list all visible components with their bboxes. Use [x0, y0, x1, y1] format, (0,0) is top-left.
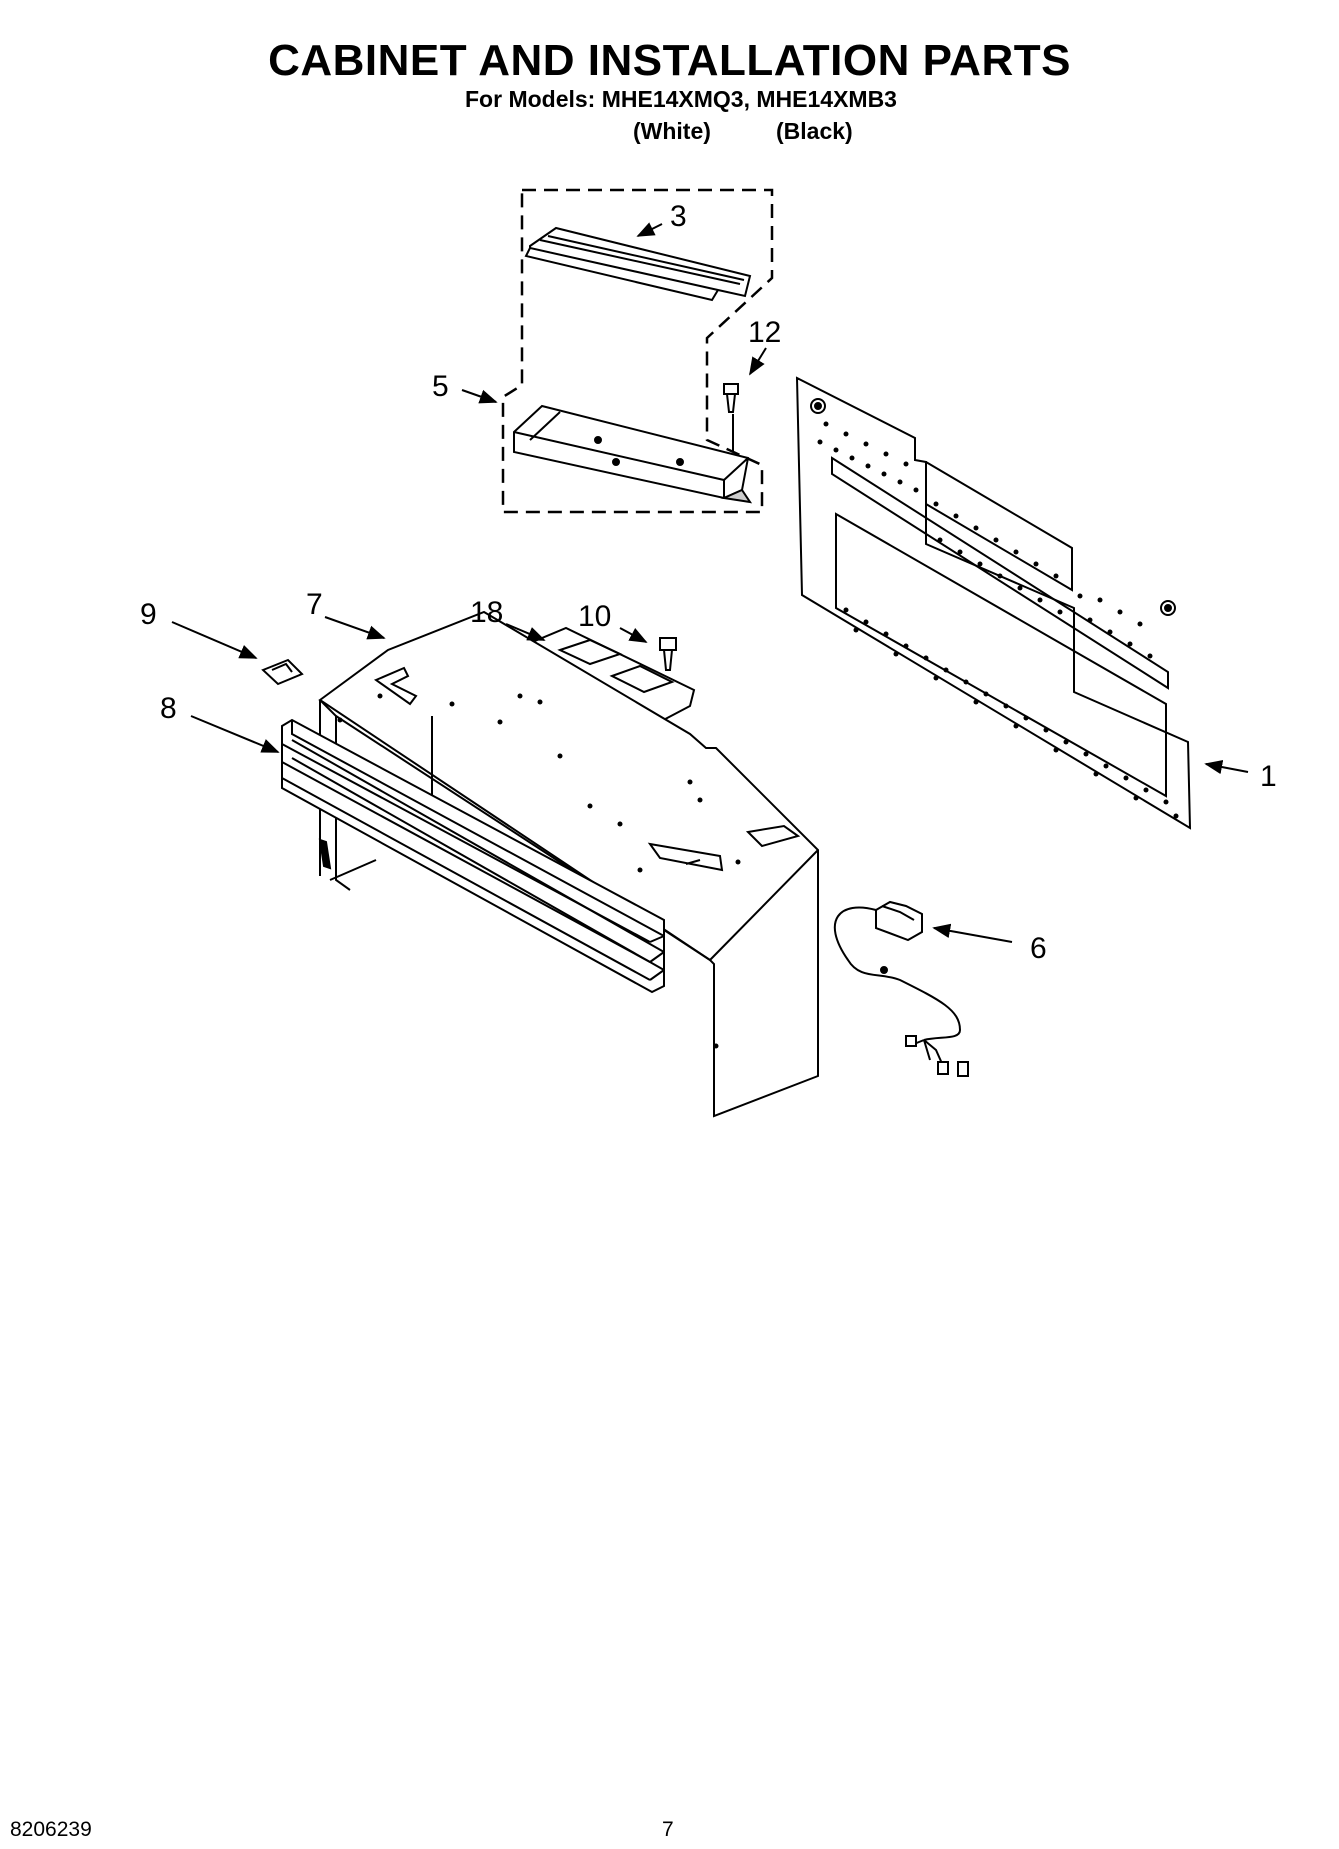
callout-8: 8 [160, 692, 177, 725]
callout-9: 9 [140, 598, 157, 631]
document-number: 8206239 [10, 1818, 92, 1841]
part-6-switch-harness [833, 900, 969, 1077]
variant-black-label: (Black) [776, 118, 853, 144]
callout-12: 12 [748, 316, 781, 349]
part-9-clip [261, 658, 304, 686]
part-5-bracket [513, 404, 753, 504]
leader-arrows [171, 222, 1249, 943]
kit-dashed-boundary [501, 188, 774, 514]
part-7-cabinet [318, 610, 819, 1118]
part-8-grille [281, 718, 665, 994]
part-10-screw [659, 637, 677, 671]
part-12-screw [723, 383, 739, 452]
variant-white-label: (White) [633, 118, 711, 144]
callout-18: 18 [470, 596, 503, 629]
page-title: CABINET AND INSTALLATION PARTS [268, 36, 1071, 85]
page-number: 7 [662, 1818, 674, 1841]
callout-5: 5 [432, 370, 449, 403]
callout-10: 10 [578, 600, 611, 633]
callout-3: 3 [670, 200, 687, 233]
part-1-mounting-plate [795, 376, 1192, 830]
callout-1: 1 [1260, 760, 1277, 793]
part-3-top-rail [524, 226, 752, 302]
callout-7: 7 [306, 588, 323, 621]
callout-6: 6 [1030, 932, 1047, 965]
models-line: For Models: MHE14XMQ3, MHE14XMB3 [465, 86, 897, 112]
